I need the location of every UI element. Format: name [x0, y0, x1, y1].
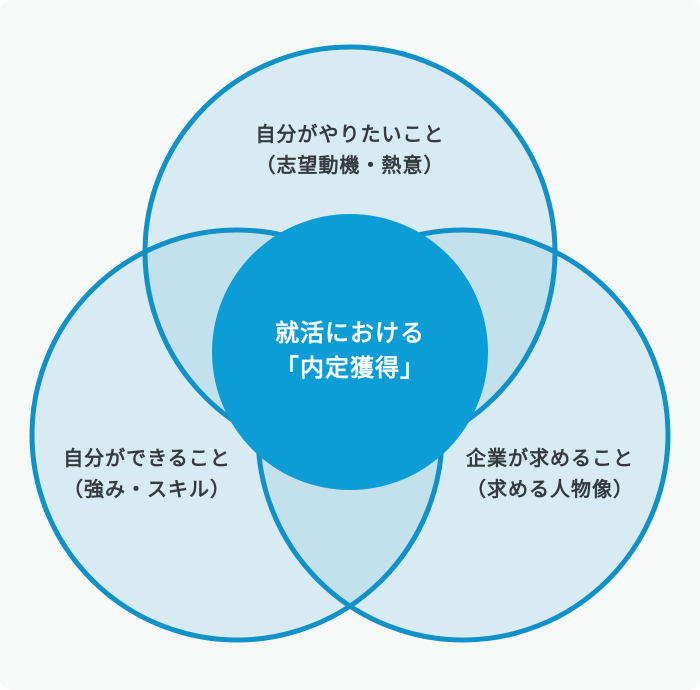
bottom-right-circle-label-line2: （求める人物像）	[466, 479, 634, 501]
bottom-left-circle-label: 自分ができること （強み・スキル）	[0, 444, 347, 506]
top-circle-label-line2: （志望動機・熱意）	[255, 155, 445, 177]
bottom-right-circle-label-line1: 企業が求めること	[466, 448, 634, 470]
bottom-right-circle-label: 企業が求めること （求める人物像）	[350, 444, 700, 506]
center-label: 就活における 「内定獲得」	[150, 316, 550, 386]
center-label-line2: 「内定獲得」	[275, 355, 425, 382]
center-circle	[212, 214, 488, 490]
center-label-line1: 就活における	[275, 320, 425, 347]
bottom-left-circle-label-line2: （強み・スキル）	[63, 479, 231, 501]
bottom-left-circle-label-line1: 自分ができること	[63, 448, 231, 470]
top-circle-label-line1: 自分がやりたいこと	[255, 124, 445, 146]
top-circle-label: 自分がやりたいこと （志望動機・熱意）	[150, 120, 550, 182]
